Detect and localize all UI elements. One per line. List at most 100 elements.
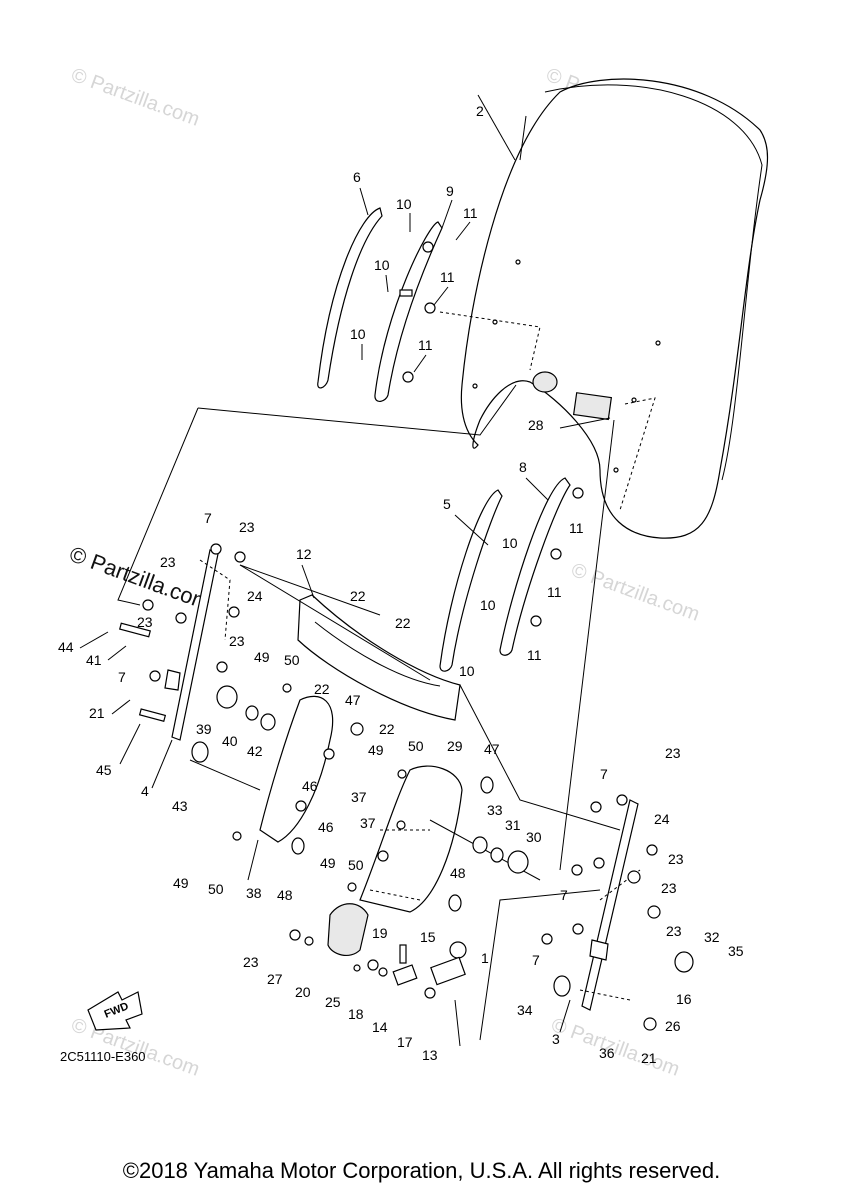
callout-23: 23	[668, 851, 684, 867]
callout-23: 23	[666, 923, 682, 939]
hardware	[118, 241, 694, 1031]
callout-35: 35	[728, 943, 744, 959]
callout-27: 27	[267, 971, 283, 987]
watermark: © Partzilla.com	[68, 64, 202, 131]
callout-11: 11	[527, 647, 542, 663]
callout-22: 22	[314, 681, 330, 697]
callout-11: 11	[440, 269, 455, 285]
callout-23: 23	[665, 745, 681, 761]
callout-47: 47	[484, 741, 500, 757]
callout-33: 33	[487, 802, 503, 818]
callout-3: 3	[552, 1031, 560, 1047]
callout-4: 4	[141, 783, 149, 799]
callout-42: 42	[247, 743, 263, 759]
callout-48: 48	[450, 865, 466, 881]
watermark: © Partzilla.com	[548, 1014, 682, 1081]
callout-46: 46	[302, 778, 318, 794]
callout-44: 44	[58, 639, 74, 655]
callout-43: 43	[172, 798, 188, 814]
callout-1: 1	[481, 950, 489, 966]
callout-32: 32	[704, 929, 720, 945]
callout-24: 24	[654, 811, 670, 827]
callout-19: 19	[372, 925, 388, 941]
watermark-main: © Partzilla.com	[66, 541, 214, 615]
callout-21: 21	[89, 705, 105, 721]
callout-23: 23	[137, 614, 153, 630]
callout-23: 23	[243, 954, 259, 970]
callout-36: 36	[599, 1045, 615, 1061]
callout-37: 37	[351, 789, 367, 805]
callout-10: 10	[396, 196, 412, 212]
callout-8: 8	[519, 459, 527, 475]
callout-45: 45	[96, 762, 112, 778]
callout-21: 21	[641, 1050, 657, 1066]
callout-49: 49	[368, 742, 384, 758]
callout-10: 10	[480, 597, 496, 613]
callout-7: 7	[532, 952, 540, 968]
callout-5: 5	[443, 496, 451, 512]
callout-25: 25	[325, 994, 341, 1010]
callout-14: 14	[372, 1019, 388, 1035]
callout-22: 22	[350, 588, 366, 604]
callout-31: 31	[505, 817, 521, 833]
callout-48: 48	[277, 887, 293, 903]
callout-7: 7	[560, 887, 568, 903]
callout-7: 7	[600, 766, 608, 782]
callout-7: 7	[204, 510, 212, 526]
callout-23: 23	[661, 880, 677, 896]
callout-20: 20	[295, 984, 311, 1000]
callout-2: 2	[476, 103, 484, 119]
callout-23: 23	[239, 519, 255, 535]
callout-9: 9	[446, 183, 454, 199]
callout-16: 16	[676, 991, 692, 1007]
callout-22: 22	[379, 721, 395, 737]
callout-22: 22	[395, 615, 411, 631]
callout-41: 41	[86, 652, 102, 668]
callout-26: 26	[665, 1018, 681, 1034]
callout-6: 6	[353, 169, 361, 185]
trim-right	[439, 477, 571, 672]
trim-left-upper	[317, 207, 443, 402]
callout-40: 40	[222, 733, 238, 749]
callout-50: 50	[208, 881, 224, 897]
callout-17: 17	[397, 1034, 413, 1050]
callout-30: 30	[526, 829, 542, 845]
callout-11: 11	[547, 584, 562, 600]
fwd-arrow-icon: FWD	[87, 991, 143, 1031]
callout-10: 10	[350, 326, 366, 342]
callout-29: 29	[447, 738, 463, 754]
diagram-code: 2C51110-E360	[60, 1049, 146, 1064]
watermark: © Partzilla.com	[568, 559, 702, 626]
callout-34: 34	[517, 1002, 533, 1018]
callout-leaders	[79, 115, 571, 1047]
callout-7: 7	[118, 669, 126, 685]
callout-49: 49	[254, 649, 270, 665]
callout-11: 11	[569, 520, 584, 536]
callout-23: 23	[229, 633, 245, 649]
callout-11: 11	[418, 337, 433, 353]
callout-10: 10	[374, 257, 390, 273]
callout-15: 15	[420, 929, 436, 945]
callout-23: 23	[160, 554, 176, 570]
callout-10: 10	[502, 535, 518, 551]
callout-18: 18	[348, 1006, 364, 1022]
cover-29	[359, 765, 463, 913]
cover-38	[259, 695, 334, 843]
callout-37: 37	[360, 815, 376, 831]
callout-50: 50	[408, 738, 424, 754]
copyright-text: ©2018 Yamaha Motor Corporation, U.S.A. A…	[122, 1158, 721, 1183]
watermark: © Partzilla.com	[68, 1014, 202, 1081]
callout-12: 12	[296, 546, 312, 562]
callout-50: 50	[348, 857, 364, 873]
callout-11: 11	[463, 205, 478, 221]
callouts: 2 6 9 10 11 10 11 10 11 28 8 5 11 10 11 …	[58, 103, 744, 1066]
windshield	[460, 78, 769, 539]
callout-39: 39	[196, 721, 212, 737]
bracket-12	[297, 594, 461, 721]
callout-47: 47	[345, 692, 361, 708]
stay-right	[581, 799, 639, 1011]
callout-49: 49	[173, 875, 189, 891]
callout-38: 38	[246, 885, 262, 901]
callout-10: 10	[459, 663, 475, 679]
